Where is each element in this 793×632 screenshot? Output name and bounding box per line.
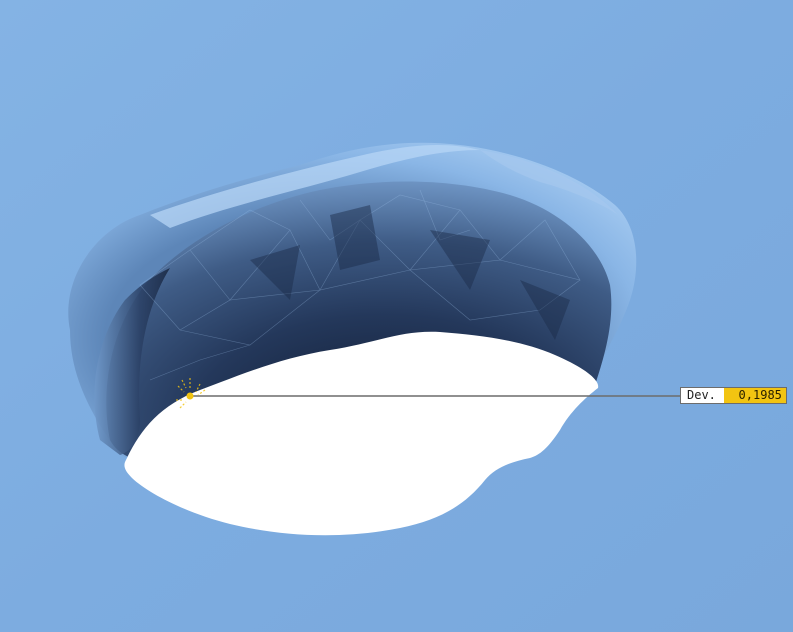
deviation-value: 0,1985 (723, 388, 786, 403)
cavity-shadow-facets (250, 205, 570, 340)
deviation-label: Dev. (681, 388, 724, 403)
rim-highlight (150, 144, 480, 228)
rim-highlight-right (480, 150, 618, 215)
section-plane (124, 331, 599, 536)
measurement-marker (176, 378, 206, 409)
left-wall (94, 268, 170, 455)
deviation-callout: Dev. 0,1985 (680, 387, 787, 404)
mesh-facets (139, 189, 581, 381)
